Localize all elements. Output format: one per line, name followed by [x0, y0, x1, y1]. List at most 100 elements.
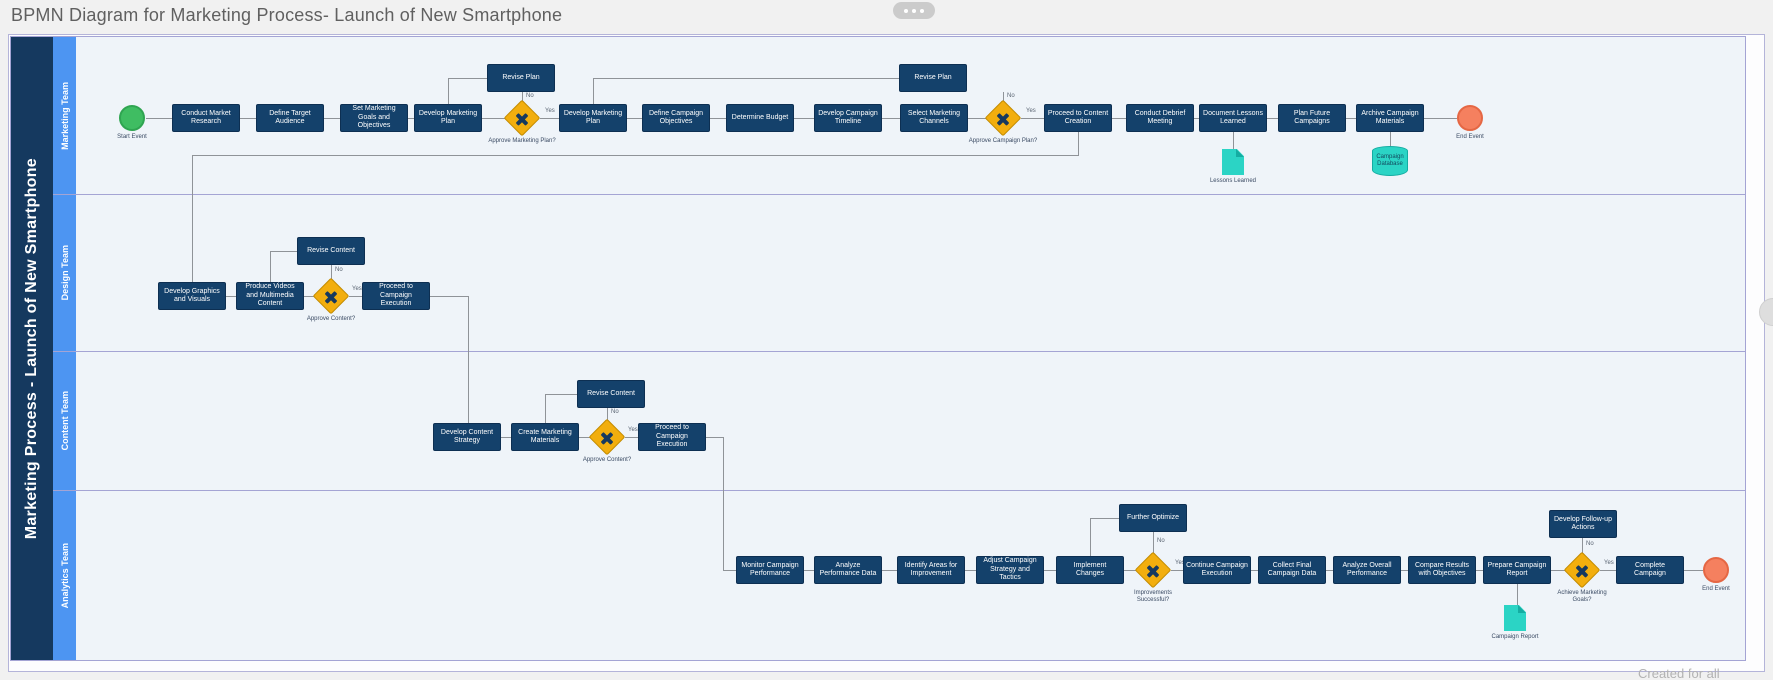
bpmn-task[interactable]: Implement Changes — [1056, 556, 1124, 584]
edge-label: Yes — [545, 108, 555, 114]
connector-segment — [146, 118, 173, 119]
connector-segment — [804, 570, 815, 571]
bpmn-data-object[interactable] — [1222, 149, 1244, 175]
bpmn-start-event[interactable] — [119, 105, 145, 131]
bpmn-task[interactable]: Revise Content — [297, 237, 365, 265]
bpmn-task[interactable]: Analyze Performance Data — [814, 556, 882, 584]
lanes-container: Marketing Team Design Team Content Team … — [53, 37, 1745, 660]
gateway-label: Approve Content? — [306, 316, 356, 322]
bpmn-task[interactable]: Develop Content Strategy — [433, 423, 501, 451]
data-object-label: Campaign Report — [1491, 634, 1539, 640]
bpmn-task[interactable]: Develop Follow-up Actions — [1549, 510, 1617, 538]
bpmn-task[interactable]: Develop Campaign Timeline — [814, 104, 882, 132]
connector-segment — [192, 155, 1079, 156]
connector-segment — [1476, 570, 1484, 571]
document-fold-icon — [1518, 605, 1526, 613]
connector-segment — [1153, 532, 1154, 553]
connector-segment — [540, 118, 560, 119]
gateway-label: Approve Marketing Plan? — [488, 138, 556, 144]
edge-label: Yes — [628, 427, 638, 433]
bpmn-task[interactable]: Proceed to Campaign Execution — [638, 423, 706, 451]
bpmn-task[interactable]: Complete Campaign — [1616, 556, 1684, 584]
connector-segment — [593, 78, 900, 79]
connector-segment — [1582, 538, 1583, 553]
connector-segment — [1233, 132, 1234, 150]
edge-label: No — [1157, 538, 1165, 544]
bpmn-task[interactable]: Develop Graphics and Visuals — [158, 282, 226, 310]
bpmn-task[interactable]: Determine Budget — [726, 104, 794, 132]
bpmn-task[interactable]: Prepare Campaign Report — [1483, 556, 1551, 584]
connector-segment — [1044, 570, 1057, 571]
bpmn-task[interactable]: Develop Marketing Plan — [414, 104, 482, 132]
bpmn-task[interactable]: Continue Campaign Execution — [1183, 556, 1251, 584]
connector-segment — [331, 265, 332, 279]
pool-header[interactable]: Marketing Process - Launch of New Smartp… — [11, 37, 53, 660]
edge-label: Yes — [1175, 560, 1185, 566]
bpmn-task[interactable]: Document Lessons Learned — [1199, 104, 1267, 132]
bpmn-task[interactable]: Define Target Audience — [256, 104, 324, 132]
bpmn-task[interactable]: Create Marketing Materials — [511, 423, 579, 451]
bpmn-task[interactable]: Conduct Market Research — [172, 104, 240, 132]
connector-segment — [1424, 118, 1457, 119]
page-title: BPMN Diagram for Marketing Process- Laun… — [11, 5, 563, 25]
connector-segment — [1551, 570, 1565, 571]
bpmn-task[interactable]: Adjust Campaign Strategy and Tactics — [976, 556, 1044, 584]
more-options-button[interactable] — [893, 2, 935, 19]
connector-segment — [522, 92, 523, 101]
bpmn-task[interactable]: Proceed to Campaign Execution — [362, 282, 430, 310]
lane-label-marketing-team[interactable]: Marketing Team — [53, 37, 76, 194]
bpmn-task[interactable]: Compare Results with Objectives — [1408, 556, 1476, 584]
connector-segment — [579, 437, 590, 438]
connector-segment — [545, 394, 578, 395]
connector-segment — [882, 570, 898, 571]
bpmn-task[interactable]: Set Marketing Goals and Objectives — [340, 104, 408, 132]
connector-segment — [968, 118, 986, 119]
connector-segment — [1090, 518, 1091, 557]
bpmn-task[interactable]: Plan Future Campaigns — [1278, 104, 1346, 132]
bpmn-task[interactable]: Produce Videos and Multimedia Content — [236, 282, 304, 310]
connector-segment — [1517, 584, 1518, 605]
bpmn-task[interactable]: Proceed to Content Creation — [1044, 104, 1112, 132]
connector-segment — [240, 118, 257, 119]
bpmn-task[interactable]: Conduct Debrief Meeting — [1126, 104, 1194, 132]
bpmn-task[interactable]: Analyze Overall Performance — [1333, 556, 1401, 584]
bpmn-task[interactable]: Monitor Campaign Performance — [736, 556, 804, 584]
connector-segment — [270, 251, 271, 283]
connector-segment — [270, 251, 298, 252]
edge-label: No — [526, 93, 534, 99]
gateway-label: Improvements Successful? — [1133, 590, 1172, 603]
bpmn-task[interactable]: Further Optimize — [1119, 504, 1187, 532]
bpmn-end-event[interactable] — [1703, 557, 1729, 583]
connector-segment — [430, 296, 469, 297]
bpmn-task[interactable]: Archive Campaign Materials — [1356, 104, 1424, 132]
gateway-label: Approve Campaign Plan? — [968, 138, 1038, 144]
bpmn-task[interactable]: Define Campaign Objectives — [642, 104, 710, 132]
lane-label-analytics-team[interactable]: Analytics Team — [53, 491, 76, 660]
connector-segment — [349, 296, 363, 297]
edge-label: Yes — [352, 286, 362, 292]
connector-segment — [1194, 118, 1200, 119]
connector-segment — [408, 118, 415, 119]
connector-segment — [1003, 92, 1004, 101]
connector-segment — [1078, 132, 1079, 156]
lane-body-content-team — [76, 352, 1745, 490]
bpmn-task[interactable]: Revise Plan — [487, 64, 555, 92]
connector-segment — [1112, 118, 1127, 119]
ellipsis-icon — [920, 8, 924, 13]
bpmn-data-object[interactable] — [1504, 605, 1526, 631]
connector-segment — [593, 78, 594, 105]
bpmn-end-event[interactable] — [1457, 105, 1483, 131]
lane-label-content-team[interactable]: Content Team — [53, 352, 76, 490]
connector-segment — [794, 118, 815, 119]
lane-label-design-team[interactable]: Design Team — [53, 195, 76, 351]
bpmn-task[interactable]: Identify Areas for Improvement — [897, 556, 965, 584]
bpmn-task[interactable]: Collect Final Campaign Data — [1258, 556, 1326, 584]
bpmn-task[interactable]: Develop Marketing Plan — [559, 104, 627, 132]
bpmn-task[interactable]: Revise Content — [577, 380, 645, 408]
bpmn-task[interactable]: Select Marketing Channels — [900, 104, 968, 132]
bpmn-data-store[interactable]: Campaign Database — [1372, 146, 1408, 176]
bpmn-task[interactable]: Revise Plan — [899, 64, 967, 92]
event-label: End Event — [1456, 134, 1484, 140]
